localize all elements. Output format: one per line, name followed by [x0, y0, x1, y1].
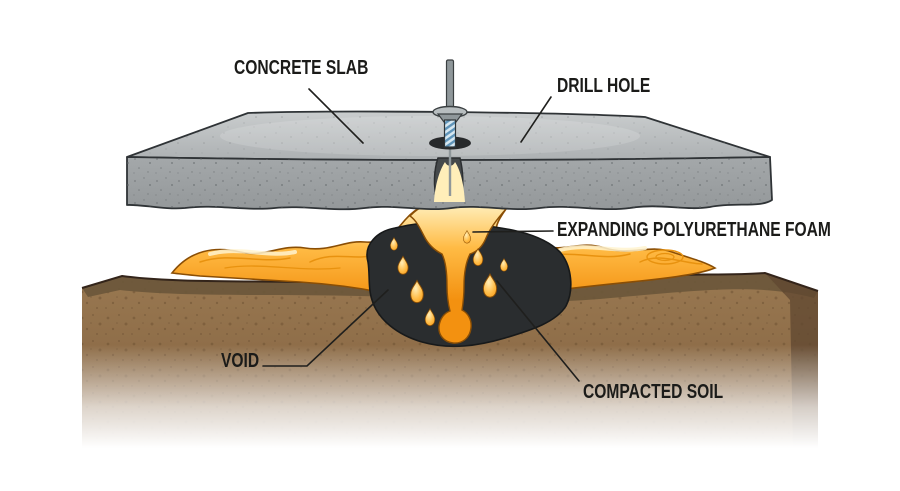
leader-line-compacted-soil — [496, 280, 580, 382]
label-compacted-soil: COMPACTED SOIL — [583, 381, 724, 403]
label-void: VOID — [221, 350, 260, 372]
injection-tube-shaft — [445, 59, 455, 113]
soil-fade-bottom — [0, 448, 900, 491]
foam-droplets — [390, 229, 508, 326]
injection-tube-graphic — [432, 59, 468, 148]
label-concrete-slab: CONCRETE SLAB — [234, 57, 369, 79]
soil-fade-overlay — [40, 345, 880, 455]
leader-lines — [262, 88, 580, 382]
threaded-shaft — [443, 119, 457, 148]
leader-line-concrete-slab — [308, 88, 364, 144]
leader-line-expanding-foam — [472, 230, 554, 233]
leader-line-drill-hole — [520, 96, 552, 143]
label-drill-hole: DRILL HOLE — [557, 75, 651, 97]
slab-top-highlight — [220, 116, 640, 156]
leader-line-void — [262, 289, 389, 367]
label-expanding-foam: EXPANDING POLYURETHANE FOAM — [557, 219, 831, 241]
